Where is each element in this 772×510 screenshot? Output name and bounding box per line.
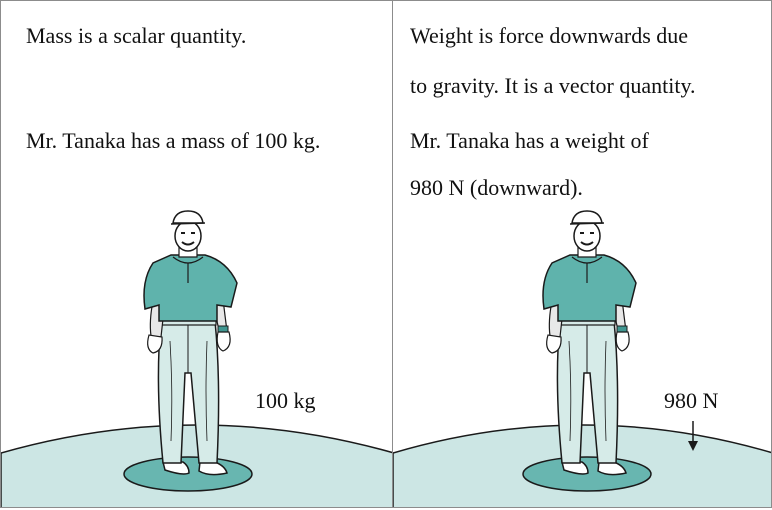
man-figure xyxy=(542,210,637,476)
shirt xyxy=(143,254,238,322)
right-hand xyxy=(216,331,231,352)
left-shoe xyxy=(162,461,190,475)
mass-scene xyxy=(1,210,392,507)
left-hand xyxy=(546,334,562,354)
weight-label: 980 N xyxy=(664,388,719,413)
weight-scene xyxy=(393,210,771,507)
pants xyxy=(157,320,220,464)
pants xyxy=(556,320,619,464)
mass-statement: Mr. Tanaka has a mass of 100 kg. xyxy=(26,128,321,153)
mass-label: 100 kg xyxy=(255,388,316,413)
weight-panel: Weight is force downwards due to gravity… xyxy=(392,0,772,508)
weight-statement-line2: 980 N (downward). xyxy=(410,175,583,200)
right-shoe xyxy=(597,461,627,476)
head xyxy=(174,220,202,252)
shirt xyxy=(542,254,637,322)
cap xyxy=(172,210,204,224)
weight-definition-line1: Weight is force downwards due xyxy=(410,23,689,48)
left-shoe xyxy=(561,461,589,475)
head xyxy=(573,220,601,252)
down-arrow-icon xyxy=(688,421,698,451)
cap xyxy=(571,210,603,224)
mass-definition: Mass is a scalar quantity. xyxy=(26,23,247,48)
right-hand xyxy=(615,331,630,352)
mass-panel: Mass is a scalar quantity. Mr. Tanaka ha… xyxy=(0,0,393,508)
right-shoe xyxy=(198,461,228,476)
weight-statement-line1: Mr. Tanaka has a weight of xyxy=(410,128,649,153)
left-hand xyxy=(147,334,163,354)
weight-definition-line2: to gravity. It is a vector quantity. xyxy=(410,73,696,98)
man-figure xyxy=(143,210,238,476)
